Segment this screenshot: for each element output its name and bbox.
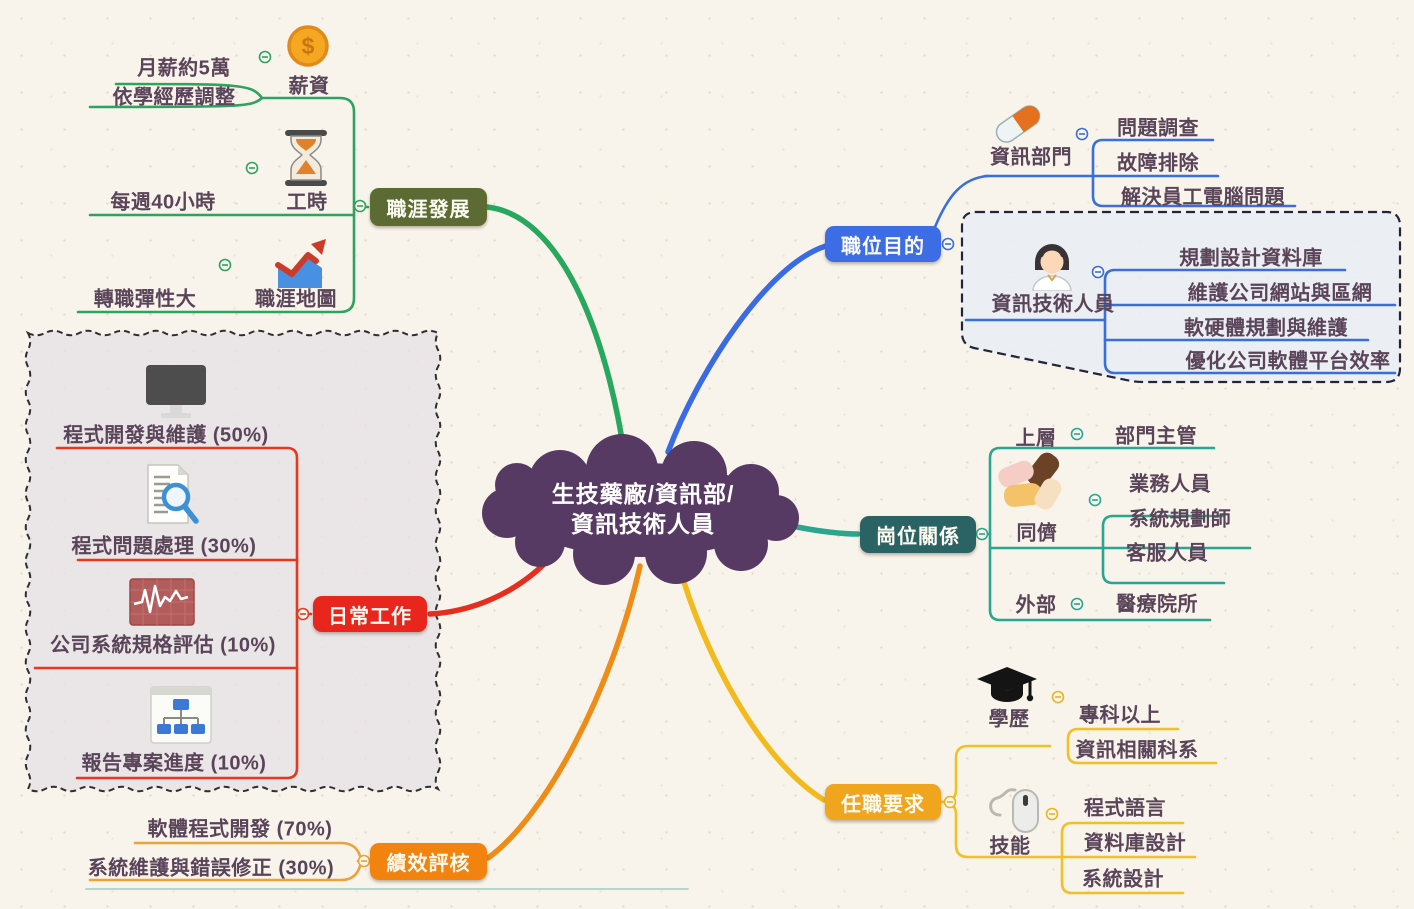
career-chart-icon [273, 234, 327, 290]
central-topic-line2: 資訊技術人員 [571, 511, 715, 537]
svg-text:$: $ [302, 33, 315, 59]
curve-purpose [665, 243, 829, 455]
leaf-troubleshooting[interactable]: 故障排除 [1117, 152, 1199, 175]
leaf-system-spec-eval-10[interactable]: 公司系統規格評估 (10%) [50, 634, 276, 657]
leaf-database-design[interactable]: 資料庫設計 [1083, 832, 1187, 855]
leaf-hw-sw-planning[interactable]: 軟硬體規劃與維護 [1184, 317, 1348, 340]
leaf-programming-language[interactable]: 程式語言 [1084, 797, 1166, 820]
collapse-toggle[interactable] [1091, 265, 1105, 279]
subtopic-salary[interactable]: 薪資 [288, 75, 330, 98]
collapse-toggle[interactable] [941, 237, 955, 251]
collapse-toggle[interactable] [975, 527, 989, 541]
curve-relations [794, 524, 861, 537]
subtopic-education[interactable]: 學歷 [988, 708, 1030, 731]
subtopic-upper-level[interactable]: 上層 [1015, 427, 1057, 450]
purpose-branch-lines [933, 138, 1397, 375]
collapse-toggle[interactable] [1070, 427, 1084, 441]
topic-performance-review[interactable]: 績效評核 [370, 843, 487, 880]
leaf-system-design[interactable]: 系統設計 [1082, 868, 1164, 891]
leaf-junior-college-above[interactable]: 專科以上 [1079, 704, 1161, 727]
graduation-cap-icon [975, 665, 1039, 711]
collapse-toggle[interactable] [1045, 807, 1059, 821]
collapse-toggle[interactable] [218, 258, 232, 272]
waveform-icon [129, 578, 195, 626]
leaf-system-planner[interactable]: 系統規劃師 [1128, 508, 1232, 531]
curve-career [484, 204, 628, 461]
leaf-it-related-major[interactable]: 資訊相關科系 [1075, 739, 1199, 762]
leaf-report-progress-10[interactable]: 報告專案進度 (10%) [81, 752, 267, 775]
subtopic-it-department[interactable]: 資訊部門 [990, 146, 1072, 169]
leaf-solve-employee-pc-issues[interactable]: 解決員工電腦問題 [1121, 186, 1285, 209]
leaf-optimize-platform[interactable]: 優化公司軟體平台效率 [1185, 350, 1391, 373]
pill-icon [991, 101, 1045, 147]
collapse-toggles [218, 50, 1105, 868]
topic-position-purpose[interactable]: 職位目的 [825, 226, 941, 262]
collapse-toggle[interactable] [1070, 597, 1084, 611]
curve-performance [485, 563, 643, 861]
central-topic[interactable]: 生技藥廠/資訊部/ 資訊技術人員 [552, 480, 735, 540]
leaf-problem-handling-30[interactable]: 程式問題處理 (30%) [71, 535, 257, 558]
coin-icon: $ [286, 24, 330, 68]
subtopic-career-map[interactable]: 職涯地圖 [255, 288, 337, 311]
mouse-icon [984, 785, 1042, 839]
subtopic-external[interactable]: 外部 [1015, 594, 1057, 617]
leaf-maintain-website-lan[interactable]: 維護公司網站與區網 [1187, 282, 1373, 305]
leaf-software-dev-70[interactable]: 軟體程式開發 (70%) [147, 818, 333, 841]
collapse-toggle[interactable] [357, 854, 371, 868]
collapse-toggle[interactable] [943, 795, 957, 809]
leaf-monthly-salary[interactable]: 月薪約5萬 [137, 57, 231, 80]
topic-position-relations[interactable]: 崗位關係 [860, 516, 976, 553]
hands-icon [994, 450, 1076, 522]
doc-search-icon [140, 463, 204, 529]
subtopic-peers[interactable]: 同儕 [1016, 522, 1058, 545]
collapse-toggle[interactable] [245, 161, 259, 175]
leaf-weekly-hours[interactable]: 每週40小時 [110, 191, 216, 214]
leaf-problem-investigation[interactable]: 問題調查 [1117, 117, 1199, 140]
leaf-maintenance-fix-30[interactable]: 系統維護與錯誤修正 (30%) [87, 857, 335, 880]
monitor-icon [144, 361, 208, 423]
curve-daily [427, 553, 555, 617]
subtopic-it-staff[interactable]: 資訊技術人員 [991, 293, 1115, 316]
central-topic-line1: 生技藥廠/資訊部/ [551, 481, 735, 508]
collapse-toggle[interactable] [1088, 493, 1102, 507]
collapse-toggle[interactable] [353, 199, 367, 213]
curve-require [675, 559, 827, 803]
collapse-toggle[interactable] [296, 607, 310, 621]
flowchart-icon [149, 685, 213, 745]
topic-daily-work[interactable]: 日常工作 [313, 596, 427, 632]
center-cloud-shape[interactable] [482, 434, 799, 585]
leaf-salary-adjust[interactable]: 依學經歷調整 [112, 86, 236, 109]
leaf-design-database[interactable]: 規劃設計資料庫 [1179, 247, 1323, 270]
topic-job-requirements[interactable]: 任職要求 [825, 784, 941, 820]
collapse-toggle[interactable] [1075, 127, 1089, 141]
collapse-toggle[interactable] [258, 50, 272, 64]
leaf-medical-institutions[interactable]: 醫療院所 [1116, 593, 1198, 616]
hourglass-icon [280, 129, 332, 187]
leaf-department-manager[interactable]: 部門主管 [1115, 425, 1197, 448]
leaf-job-flexibility[interactable]: 轉職彈性大 [93, 288, 197, 311]
leaf-sales-staff[interactable]: 業務人員 [1129, 473, 1211, 496]
topic-career-development[interactable]: 職涯發展 [370, 188, 487, 226]
subtopic-skills[interactable]: 技能 [989, 835, 1031, 858]
subtopic-work-hours[interactable]: 工時 [286, 191, 328, 214]
leaf-customer-service[interactable]: 客服人員 [1126, 542, 1208, 565]
collapse-toggle[interactable] [1051, 690, 1065, 704]
leaf-dev-maintain-50[interactable]: 程式開發與維護 (50%) [63, 424, 269, 447]
woman-icon [1028, 237, 1076, 292]
